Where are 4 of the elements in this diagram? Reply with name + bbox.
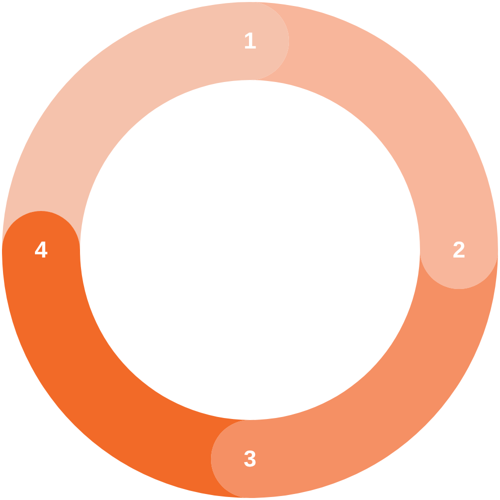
segment-number: 2 xyxy=(452,238,466,262)
segment-number: 3 xyxy=(244,448,256,470)
segment-number: 1 xyxy=(244,30,256,52)
segment-number: 4 xyxy=(34,238,48,262)
